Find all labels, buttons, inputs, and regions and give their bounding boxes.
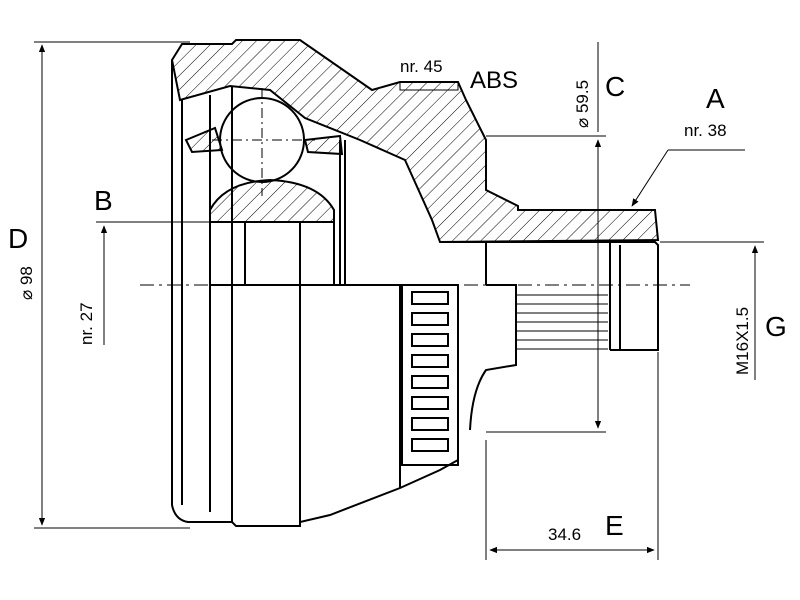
label-a: A [706, 83, 725, 114]
abs-tooth [411, 396, 449, 410]
abs-ring [401, 284, 459, 466]
dimension-lines [34, 41, 764, 560]
label-nr38: nr. 38 [684, 121, 727, 140]
label-dia98: ⌀ 98 [17, 266, 36, 300]
inner-race-and-ball [184, 88, 346, 286]
stub-shaft [440, 241, 659, 431]
abs-tooth [411, 438, 449, 452]
label-abs: ABS [470, 67, 518, 94]
label-e: E [605, 510, 624, 541]
abs-tooth [411, 375, 449, 389]
label-g: G [765, 311, 787, 342]
label-nr45: nr. 45 [400, 57, 443, 76]
label-c: C [605, 71, 625, 102]
label-dia595: ⌀ 59.5 [573, 80, 592, 128]
label-nr27: nr. 27 [77, 302, 96, 345]
abs-tooth [411, 417, 449, 431]
abs-tooth [411, 291, 449, 305]
abs-tooth [411, 312, 449, 326]
label-len346: 34.6 [548, 525, 581, 544]
label-b: B [94, 185, 113, 216]
abs-tooth [411, 333, 449, 347]
label-thread: M16X1.5 [733, 307, 752, 375]
abs-tooth [411, 354, 449, 368]
label-d: D [8, 223, 28, 254]
